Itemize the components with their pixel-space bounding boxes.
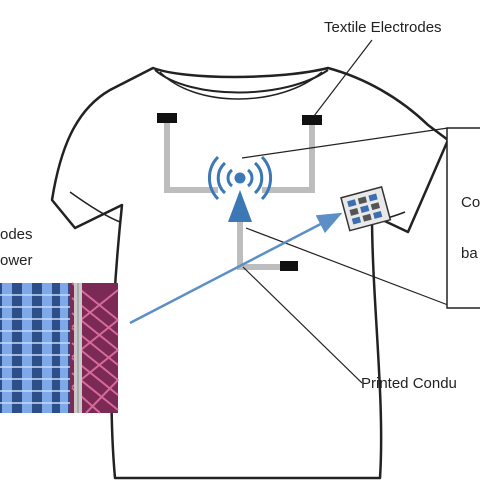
electrode-pad-icon <box>302 115 322 125</box>
leader-antenna-to-box-bottom <box>245 227 449 306</box>
electrode-pad-icon <box>157 113 177 123</box>
electrode-pad-icon <box>280 261 298 271</box>
leader-printed-conductors <box>242 266 363 384</box>
tshirt-collar <box>154 69 329 94</box>
conductive-trace-left <box>164 120 218 193</box>
callout-box <box>446 127 480 309</box>
label-electrodes-partial: odes <box>0 226 33 243</box>
label-power-partial: ower <box>0 252 33 269</box>
label-printed-conductors: Printed Condu <box>361 375 457 392</box>
conductive-trace-right <box>262 123 315 193</box>
label-textile-electrodes: Textile Electrodes <box>324 19 442 36</box>
leader-antenna-to-box <box>241 127 449 159</box>
fabric-to-patch-arrow <box>129 212 343 325</box>
flexible-circuit-patch-icon <box>340 186 392 232</box>
callout-box-line1: Co <box>461 194 480 211</box>
left-sleeve-seam <box>69 191 121 223</box>
tshirt-collar-inner <box>159 71 323 100</box>
wifi-antenna-icon <box>207 155 273 222</box>
fabric-photo-inset <box>0 282 119 414</box>
callout-box-line2: ba <box>461 245 478 262</box>
leader-textile-electrodes <box>313 39 373 117</box>
